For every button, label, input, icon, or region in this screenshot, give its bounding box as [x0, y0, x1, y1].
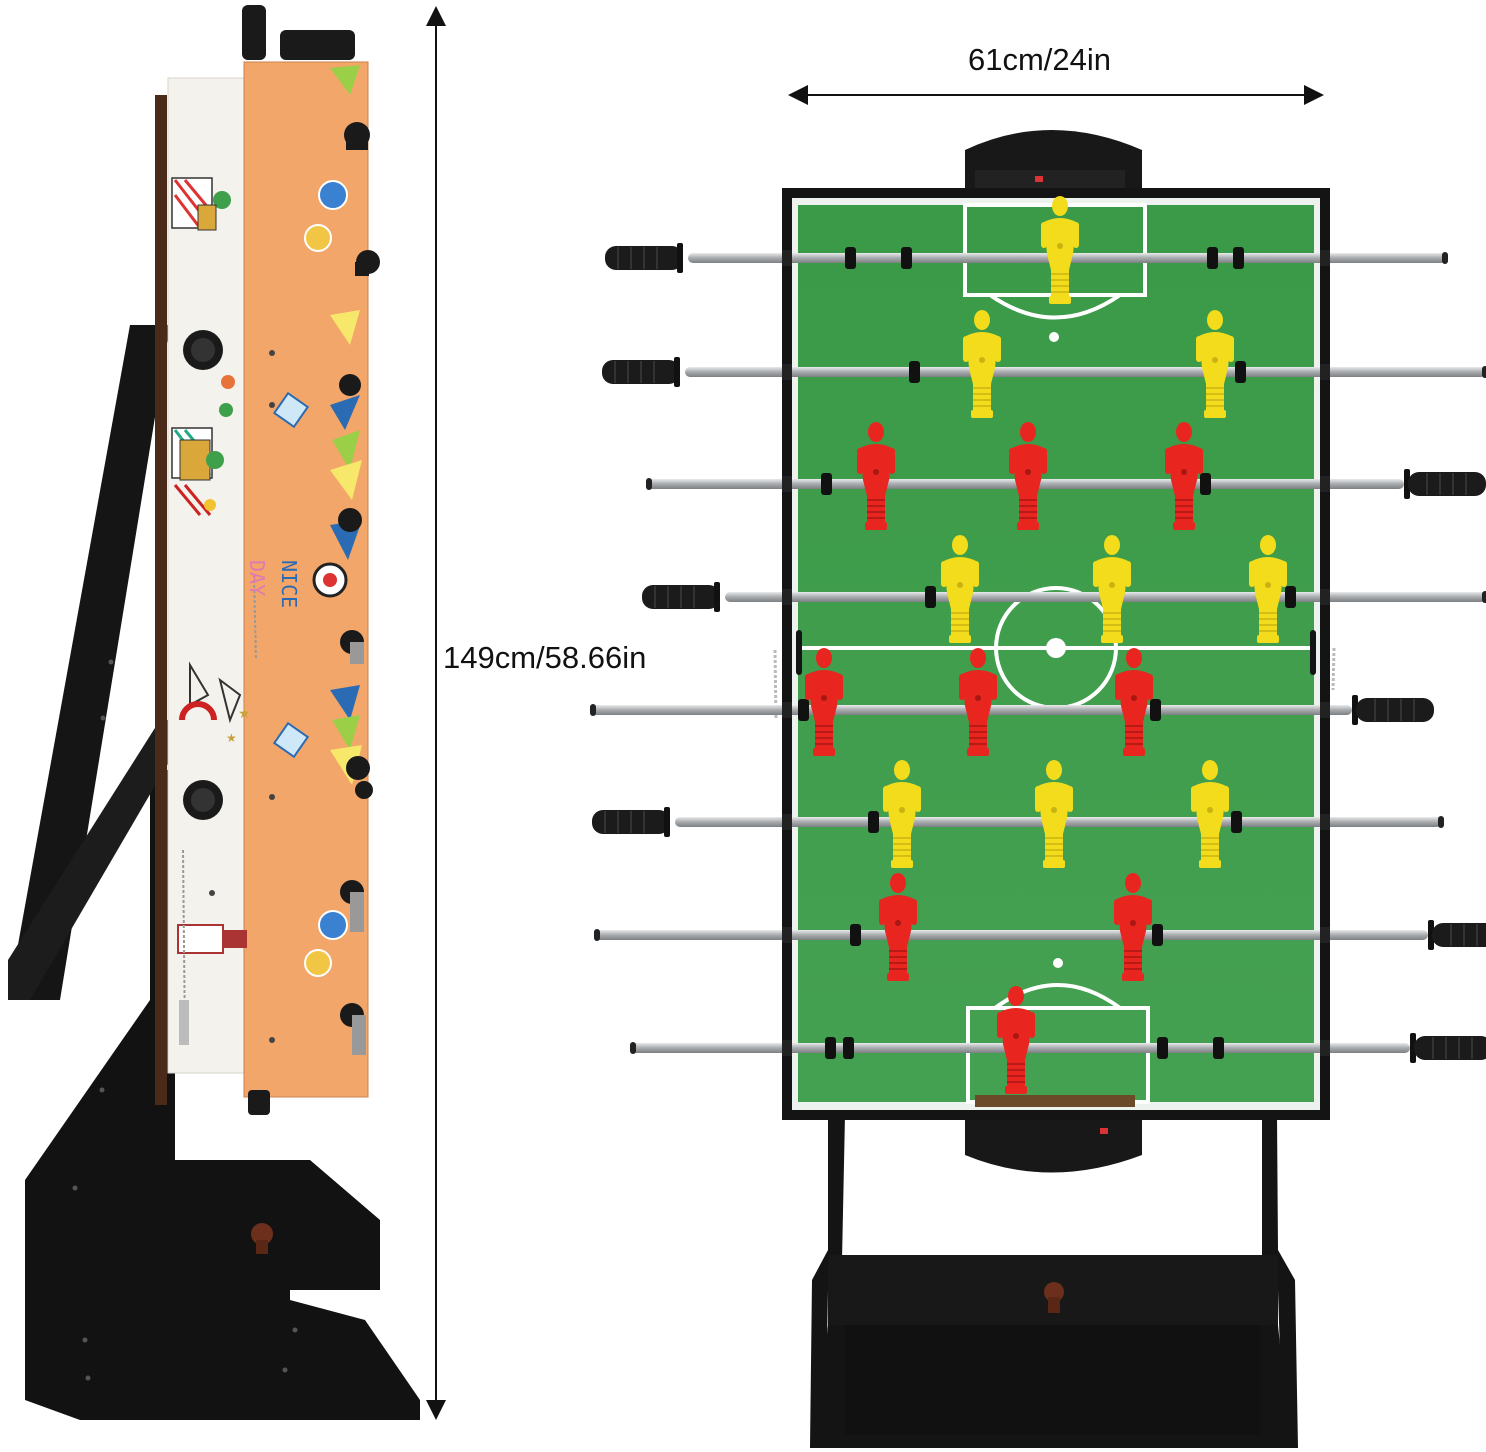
front-stand-right-leg: [1262, 1115, 1298, 1448]
rod-bumper: [845, 247, 856, 269]
yellow-player[interactable]: [1196, 310, 1234, 418]
side-foot-knob-icon: [251, 1223, 273, 1245]
side-gift-icons: ★ ★: [171, 177, 251, 954]
red-player[interactable]: [997, 986, 1035, 1094]
rod-handle-grip-icon[interactable]: [642, 582, 720, 612]
rod-bumper: [925, 586, 936, 608]
svg-text:NICE: NICE: [277, 560, 301, 608]
side-ornament-icons: [272, 180, 348, 977]
side-panel-white: [167, 77, 247, 1074]
red-player[interactable]: [1009, 422, 1047, 530]
rod-bumper: [1207, 247, 1218, 269]
red-player[interactable]: [805, 648, 843, 756]
front-view-table: [590, 130, 1486, 1448]
rod-bumper: [1213, 1037, 1224, 1059]
rod-handle-grip-icon[interactable]: [1352, 695, 1434, 725]
rod-handle-grip-icon[interactable]: [605, 243, 683, 273]
rod-4[interactable]: [642, 582, 1486, 612]
rod-handle-grip-icon[interactable]: [1428, 920, 1486, 950]
rod-bumper: [821, 473, 832, 495]
red-player[interactable]: [1115, 648, 1153, 756]
rod-bumper: [1285, 586, 1296, 608]
side-leg-brace: [8, 720, 170, 1000]
rod-handle-grip-icon[interactable]: [1404, 469, 1486, 499]
yellow-player[interactable]: [1249, 535, 1287, 643]
svg-text:DAY: DAY: [245, 560, 269, 596]
rod-handle-grip-icon[interactable]: [1410, 1033, 1486, 1063]
rods-layer: [590, 243, 1486, 1063]
rod-bumper: [1152, 924, 1163, 946]
rod-bumper: [1157, 1037, 1168, 1059]
rod-bumper: [798, 699, 809, 721]
red-player[interactable]: [879, 873, 917, 981]
yellow-player[interactable]: [1041, 196, 1079, 304]
rod-bar: [685, 367, 1486, 377]
rod-bumper: [1150, 699, 1161, 721]
yellow-player[interactable]: [1035, 760, 1073, 868]
front-stand-left-leg: [810, 1115, 845, 1448]
rod-bumper: [901, 247, 912, 269]
rod-handle-grip-icon[interactable]: [592, 807, 670, 837]
rod-bumper: [825, 1037, 836, 1059]
svg-text:★: ★: [238, 705, 251, 721]
rod-2[interactable]: [602, 357, 1486, 387]
bottom-goal-box: [965, 1118, 1142, 1173]
red-player[interactable]: [857, 422, 895, 530]
height-dimension-label: 149cm/58.66in: [443, 640, 647, 676]
rod-bumper: [850, 924, 861, 946]
rod-bumper: [1233, 247, 1244, 269]
players-layer: [805, 196, 1287, 1094]
rod-bumper: [909, 361, 920, 383]
red-player[interactable]: [959, 648, 997, 756]
width-dimension-label: 61cm/24in: [968, 42, 1112, 77]
rod-bumper: [868, 811, 879, 833]
yellow-player[interactable]: [1093, 535, 1131, 643]
red-player[interactable]: [1165, 422, 1203, 530]
yellow-player[interactable]: [941, 535, 979, 643]
rod-bumper: [1235, 361, 1246, 383]
side-nice-day-text: NICE DAY: [245, 560, 301, 608]
red-player[interactable]: [1114, 873, 1152, 981]
yellow-player[interactable]: [883, 760, 921, 868]
side-leg-back: [8, 325, 170, 1000]
yellow-player[interactable]: [963, 310, 1001, 418]
side-leg-front: [25, 770, 420, 1420]
rod-bumper: [1200, 473, 1211, 495]
rod-bar: [594, 930, 1428, 940]
rod-7[interactable]: [594, 920, 1486, 950]
yellow-player[interactable]: [1191, 760, 1229, 868]
rod-handle-grip-icon[interactable]: [602, 357, 680, 387]
side-view-table: ★ ★: [8, 5, 420, 1420]
side-rod-handle-icon: [338, 122, 380, 1055]
rod-bumper: [843, 1037, 854, 1059]
side-knob-icon: [183, 330, 223, 820]
rod-bumper: [1231, 811, 1242, 833]
rod-1[interactable]: [605, 243, 1448, 273]
svg-text:★: ★: [226, 731, 237, 745]
